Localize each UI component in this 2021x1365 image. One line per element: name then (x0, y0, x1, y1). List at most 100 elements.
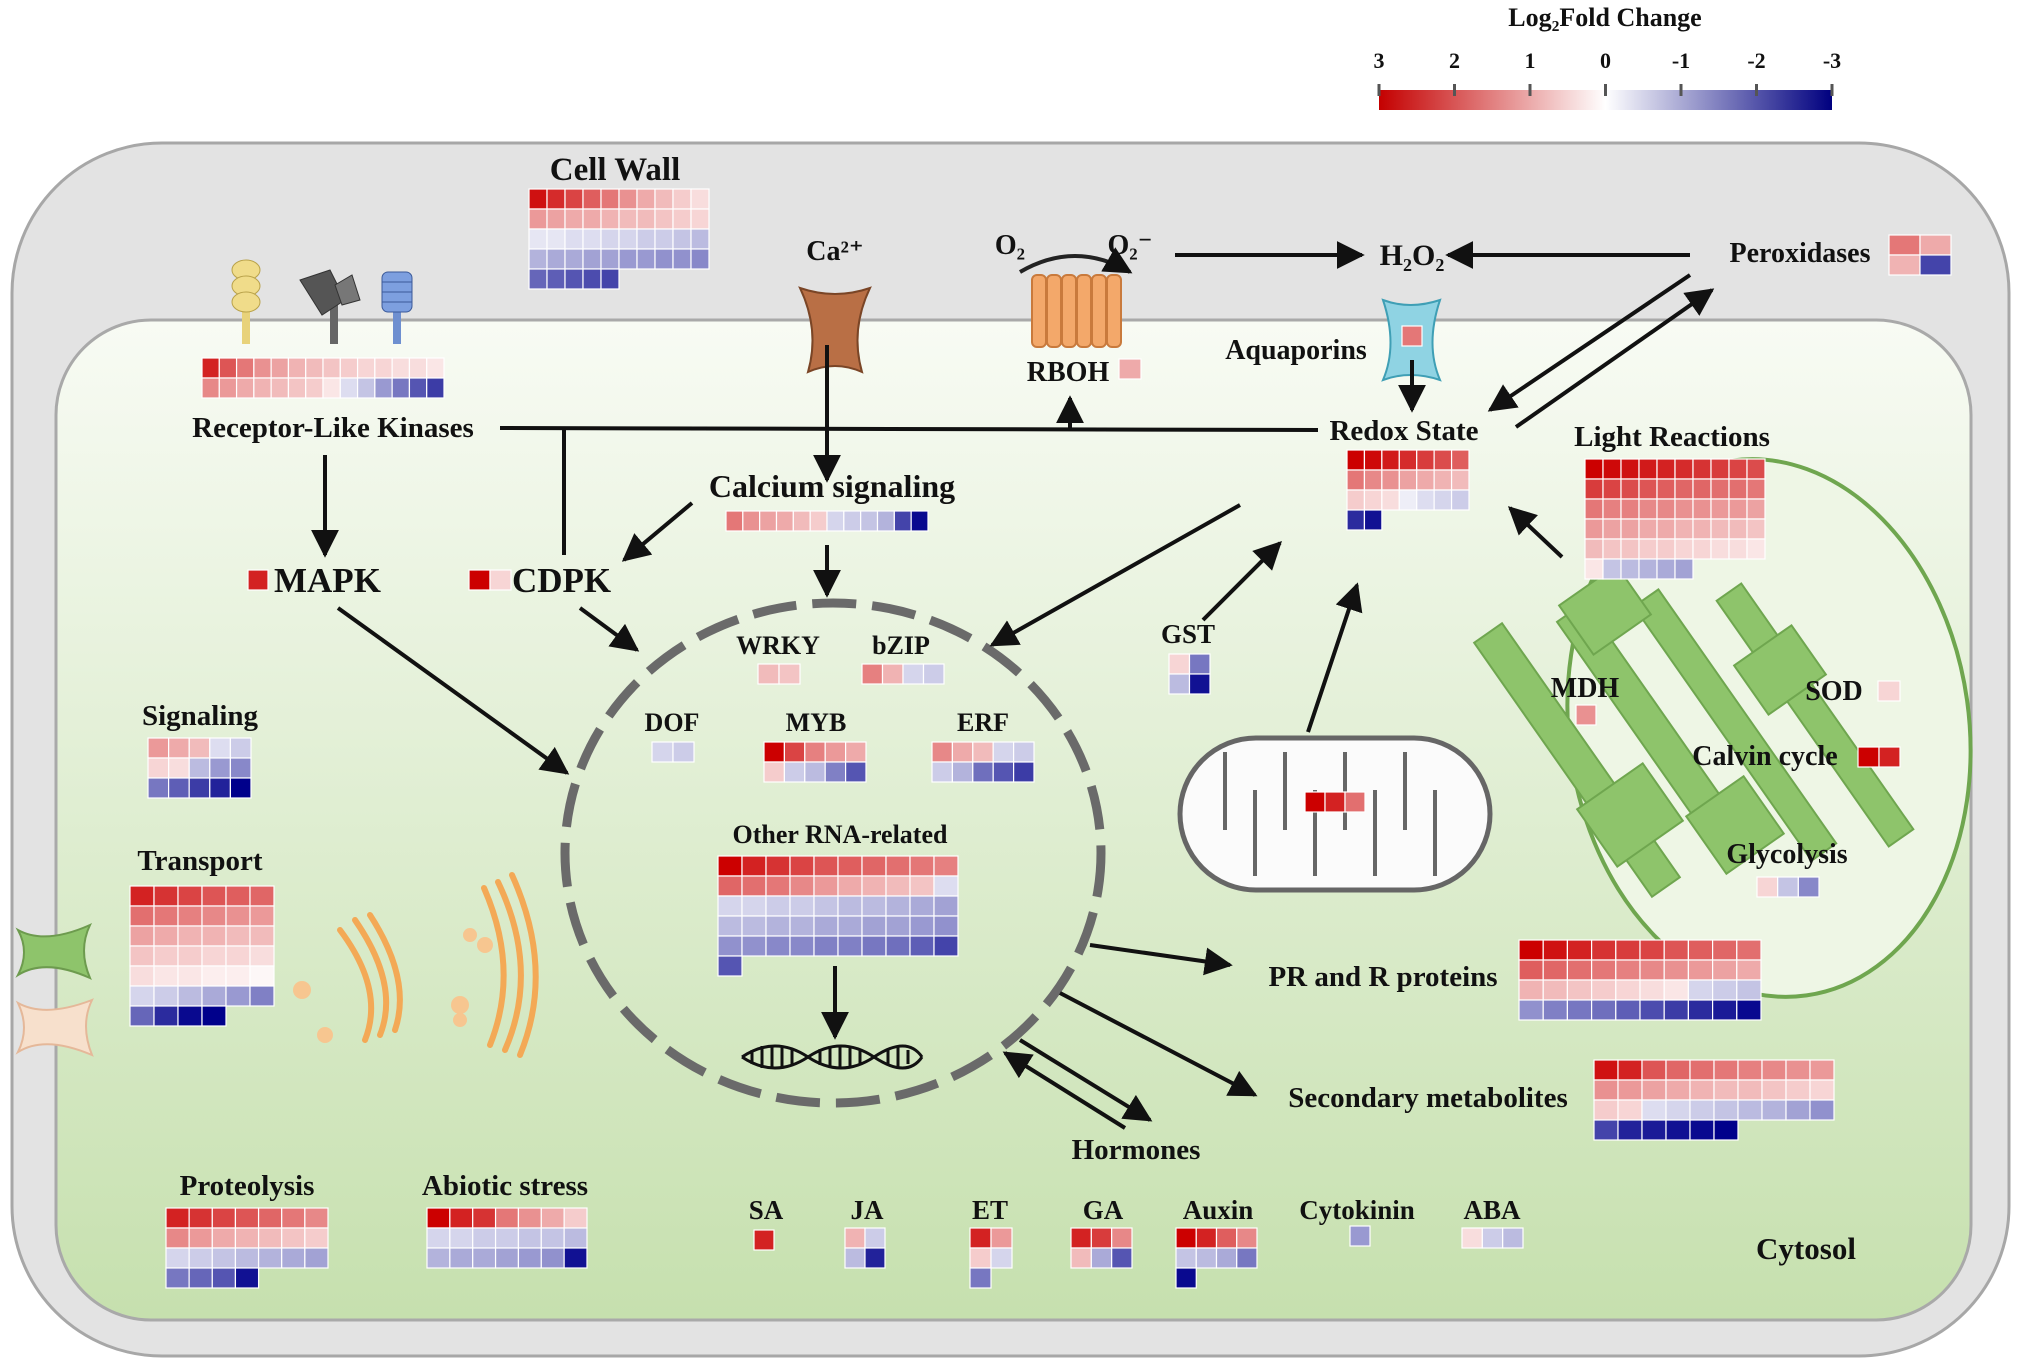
cdpk-heatmap (468, 569, 512, 591)
heatmap-cell (1593, 1119, 1619, 1141)
heatmap-cell (1736, 959, 1762, 981)
cytokinin-label: Cytokinin (1299, 1195, 1415, 1225)
heatmap-cell (1346, 449, 1366, 471)
heatmap-cell (168, 777, 190, 799)
dna-icon (741, 1044, 924, 1070)
heatmap-cell (1888, 254, 1921, 276)
heatmap-cell (177, 945, 203, 967)
heatmap-cell (177, 905, 203, 927)
heatmap-cell (1663, 979, 1689, 1001)
heatmap-cell (408, 357, 428, 379)
heatmap-cell (489, 569, 512, 591)
superoxide-label: O₂⁻ (1108, 230, 1153, 261)
heatmap-cell (1711, 979, 1738, 1001)
golgi-apparatus (337, 872, 539, 1058)
heatmap-cell (582, 268, 602, 290)
heatmap-cell (322, 357, 341, 379)
gst-label: GST (1161, 619, 1215, 649)
heatmap-cell (1878, 746, 1901, 768)
heatmap-cell (1363, 449, 1383, 471)
heatmap-cell (909, 915, 935, 937)
heatmap-cell (1215, 1247, 1238, 1269)
heatmap-cell (1737, 1059, 1763, 1081)
heatmap-cell (129, 945, 155, 967)
heatmap-cell (129, 925, 155, 947)
heatmap-cell (826, 510, 845, 532)
heatmap-cell (1363, 489, 1383, 511)
heatmap-cell (717, 955, 743, 977)
heatmap-cell (582, 248, 602, 270)
heatmap-cell (1761, 1079, 1787, 1101)
calvin-cycle-heatmap (1857, 746, 1901, 768)
heatmap-cell (1692, 478, 1712, 500)
heatmap-cell (1593, 1059, 1619, 1081)
heatmap-cell (1809, 1099, 1835, 1121)
heatmap-cell (717, 875, 743, 897)
heatmap-cell (1236, 1247, 1258, 1269)
heatmap-cell (1665, 1079, 1691, 1101)
heatmap-cell (528, 248, 548, 270)
aquaporins-heatmap (1401, 325, 1423, 347)
heatmap-cell (1324, 791, 1346, 813)
et-heatmap (969, 1227, 1013, 1289)
peroxidases-heatmap (1888, 234, 1952, 276)
legend-tick-label: 1 (1525, 48, 1536, 73)
mapk-heatmap (247, 569, 269, 591)
heatmap-cell (1381, 449, 1400, 471)
heatmap-cell (1617, 1119, 1643, 1141)
heatmap-cell (129, 885, 155, 907)
heatmap-cell (209, 757, 232, 779)
aba-heatmap (1461, 1227, 1524, 1249)
heatmap-cell (201, 925, 227, 947)
heatmap-cell (391, 357, 411, 379)
heatmap-cell (225, 905, 251, 927)
heatmap-cell (690, 228, 710, 250)
heatmap-cell (1349, 1225, 1371, 1247)
rboh-icon (1031, 274, 1122, 348)
heatmap-cell (672, 741, 695, 763)
heatmap-cell (1236, 1227, 1258, 1249)
legend-tick-label: 0 (1600, 48, 1611, 73)
heatmap-cell (824, 761, 847, 783)
heatmap-cell (969, 1247, 992, 1269)
heatmap-cell (1713, 1079, 1739, 1101)
heatmap-cell (933, 855, 959, 877)
heatmap-cell (1689, 1119, 1715, 1141)
heatmap-cell (933, 935, 959, 957)
auxin-label: Auxin (1183, 1195, 1254, 1225)
redox-state-label: Redox State (1329, 415, 1478, 447)
heatmap-cell (235, 377, 255, 399)
heatmap-cell (1593, 1099, 1619, 1121)
heatmap-cell (1502, 1227, 1524, 1249)
heatmap-cell (1070, 1247, 1092, 1269)
heatmap-cell (1566, 939, 1593, 961)
heatmap-cell (813, 875, 839, 897)
dof-heatmap (651, 741, 695, 763)
heatmap-cell (765, 855, 791, 877)
heatmap-cell (225, 945, 251, 967)
heatmap-cell (1710, 538, 1730, 560)
heatmap-cell (546, 228, 566, 250)
heatmap-cell (1736, 979, 1762, 1001)
heatmap-cell (129, 965, 155, 987)
heatmap-cell (1518, 979, 1544, 1001)
heatmap-cell (1656, 478, 1676, 500)
heatmap-cell (992, 761, 1015, 783)
heatmap-cell (1737, 1079, 1763, 1101)
heatmap-cell (1602, 478, 1622, 500)
heatmap-cell (1518, 959, 1544, 981)
cytokinin-heatmap (1349, 1225, 1371, 1247)
heatmap-cell (972, 761, 994, 783)
heatmap-cell (1566, 999, 1593, 1021)
heatmap-cell (1602, 538, 1622, 560)
heatmap-cell (225, 985, 251, 1007)
heatmap-cell (933, 875, 959, 897)
heatmap-cell (990, 1247, 1013, 1269)
heatmap-cell (1188, 673, 1211, 695)
heatmap-cell (789, 935, 815, 957)
heatmap-cell (339, 357, 359, 379)
heatmap-cell (1602, 518, 1622, 540)
heatmap-cell (1518, 999, 1544, 1021)
heatmap-cell (951, 761, 974, 783)
heatmap-cell (654, 228, 674, 250)
